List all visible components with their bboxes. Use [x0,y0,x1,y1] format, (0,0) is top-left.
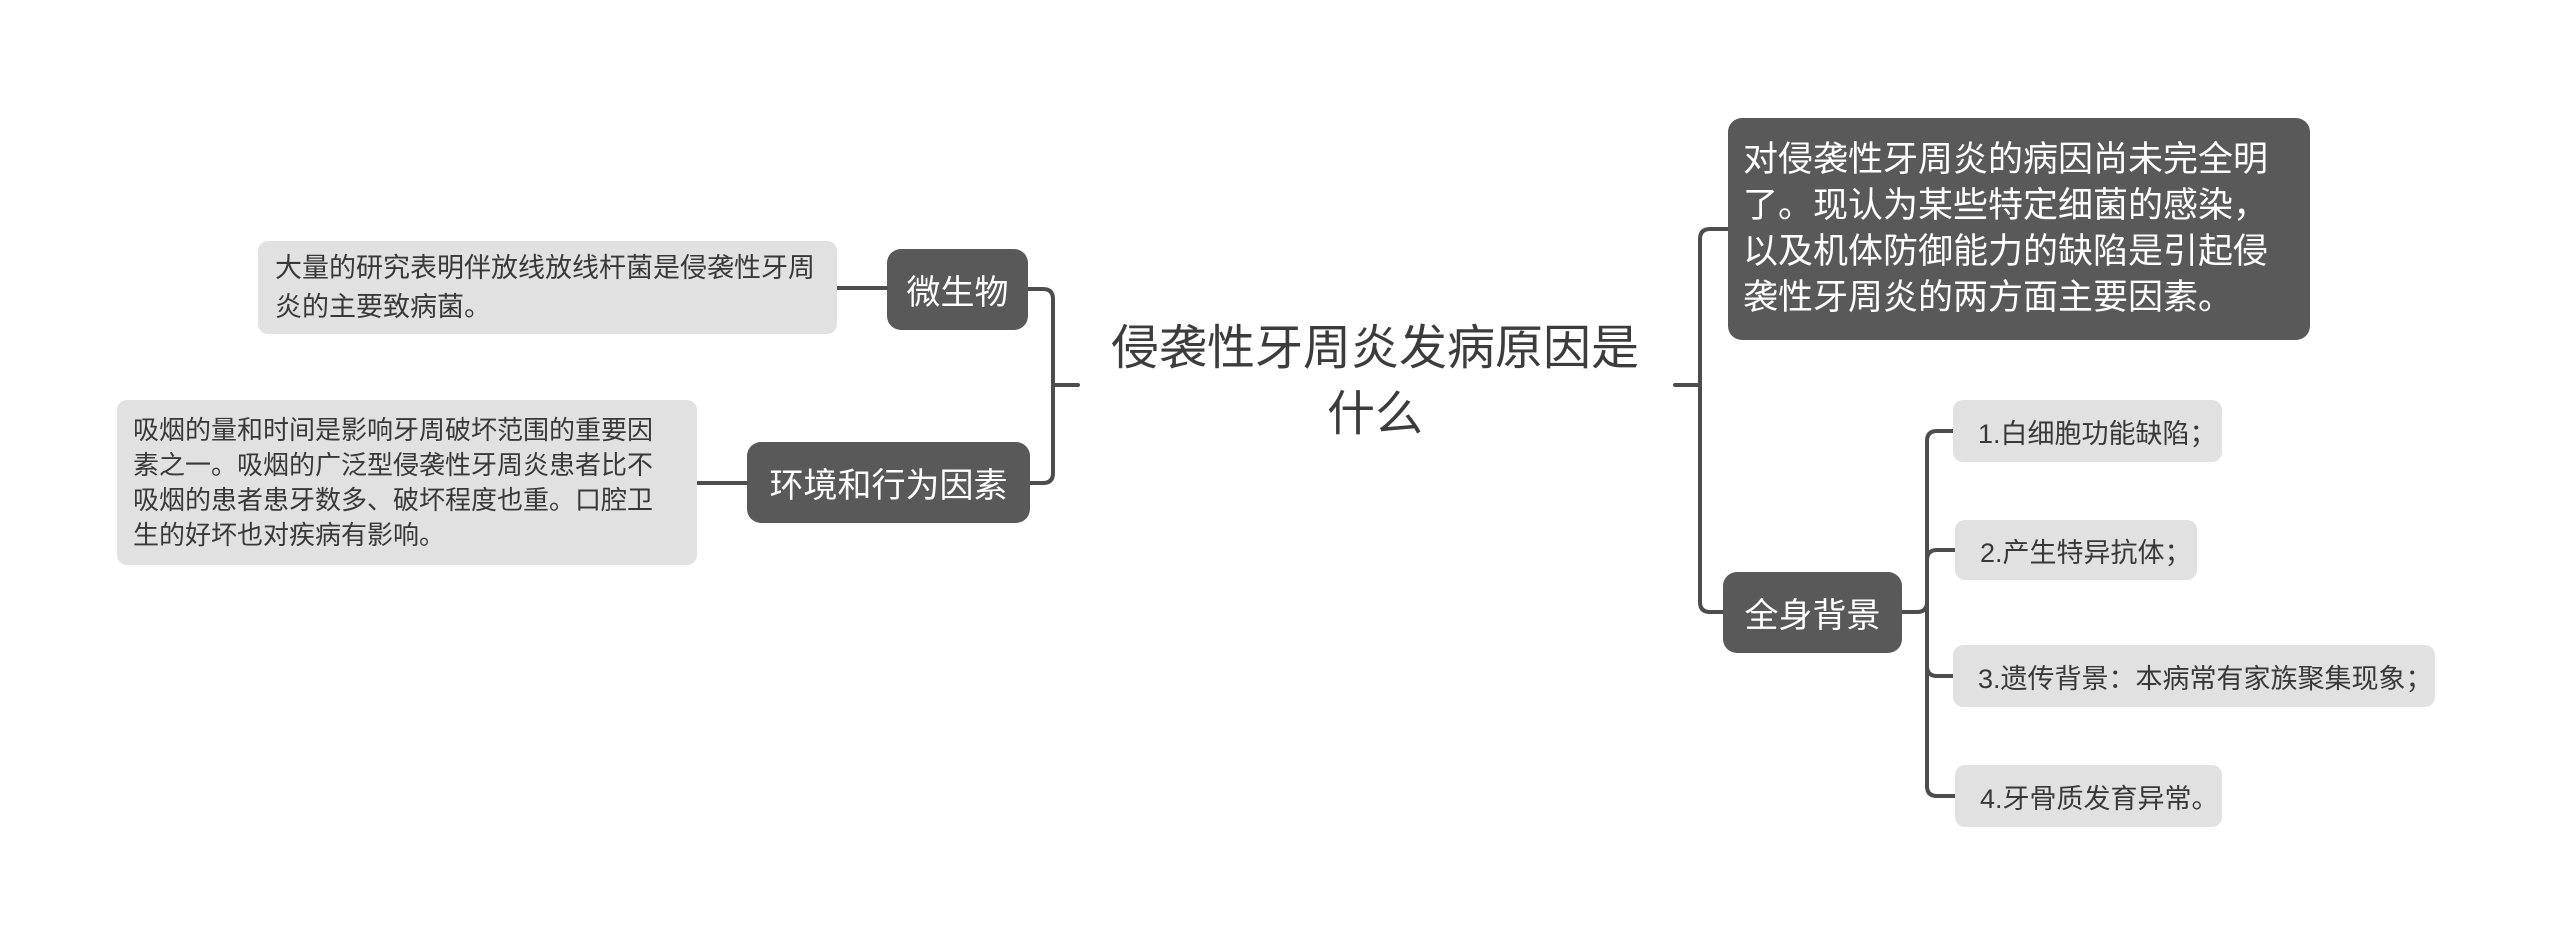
node-systemic-item-2[interactable]: 2.产生特异抗体； [1955,520,2197,580]
item-text: 1.白细胞功能缺陷； [1978,418,2217,449]
node-label: 环境和行为因素 [769,467,1008,505]
node-label: 微生物 [906,274,1009,312]
item-text: 3.遗传背景：本病常有家族聚集现象； [1978,663,2433,694]
node-microbiology-detail[interactable]: 大量的研究表明伴放线放线杆菌是侵袭性牙周 炎的主要致病菌。 [258,241,837,334]
node-environment-behavior[interactable]: 环境和行为因素 [747,442,1030,523]
detail-line: 炎的主要致病菌。 [275,291,491,322]
node-etiology-note[interactable]: 对侵袭性牙周炎的病因尚未完全明 了。现认为某些特定细菌的感染， 以及机体防御能力… [1728,118,2310,340]
node-environment-detail[interactable]: 吸烟的量和时间是影响牙周破坏范围的重要因 素之一。吸烟的广泛型侵袭性牙周炎患者比… [117,400,697,565]
note-line: 对侵袭性牙周炎的病因尚未完全明 [1743,140,2269,179]
connector-trunk-to-systemic [1698,383,1725,614]
detail-line: 大量的研究表明伴放线放线杆菌是侵袭性牙周 [275,252,815,283]
note-line: 了。现认为某些特定细菌的感染， [1743,186,2269,225]
connector-systemic-to-item1 [1900,429,1955,614]
detail-line: 吸烟的患者患牙数多、破坏程度也重。口腔卫 [133,484,654,515]
note-line: 以及机体防御能力的缺陷是引起侵 [1743,232,2269,271]
connector-environment-to-trunk [1028,383,1055,485]
root-topic-line: 什么 [1326,388,1423,441]
connector-systemic-to-item2 [1925,548,1957,614]
node-microbiology[interactable]: 微生物 [887,249,1028,330]
node-systemic-item-4[interactable]: 4.牙骨质发育异常。 [1955,765,2222,827]
connector-microbiology-to-trunk [1026,287,1055,387]
node-systemic-item-1[interactable]: 1.白细胞功能缺陷； [1953,400,2222,462]
detail-line: 吸烟的量和时间是影响牙周破坏范围的重要因 [133,414,654,445]
node-systemic-background[interactable]: 全身背景 [1723,572,1902,653]
root-topic-line: 侵袭性牙周炎发病原因是 [1110,322,1639,375]
connector-trunk-to-note [1698,227,1730,387]
connector-systemic-to-item3 [1925,610,1955,678]
note-line: 袭性牙周炎的两方面主要因素。 [1743,278,2234,317]
node-label: 全身背景 [1744,597,1881,635]
detail-line: 素之一。吸烟的广泛型侵袭性牙周炎患者比不 [133,449,654,480]
node-systemic-item-3[interactable]: 3.遗传背景：本病常有家族聚集现象； [1953,645,2435,707]
detail-line: 生的好坏也对疾病有影响。 [133,519,446,550]
item-text: 2.产生特异抗体； [1980,537,2192,568]
connector-systemic-to-item4 [1925,610,1957,798]
root-topic[interactable]: 侵袭性牙周炎发病原因是 什么 [1075,316,1675,448]
item-text: 4.牙骨质发育异常。 [1980,783,2219,814]
